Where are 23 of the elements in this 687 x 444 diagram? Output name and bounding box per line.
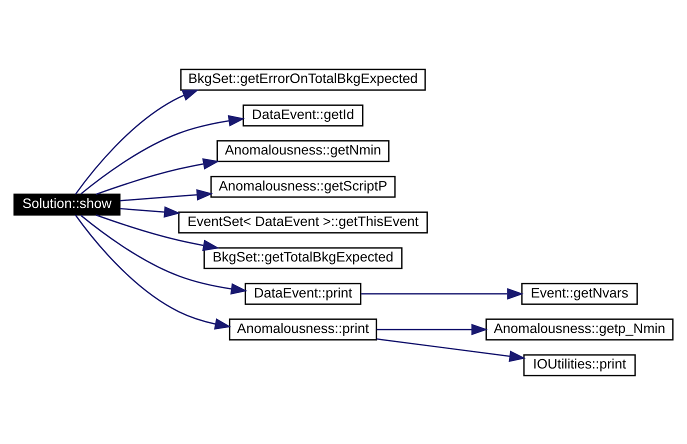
node-box: IOUtilities::print (523, 354, 636, 376)
node-box: Anomalousness::getScriptP (210, 175, 396, 198)
arrow (120, 188, 214, 201)
node-box: Event::getNvars (521, 282, 638, 304)
arrow (80, 114, 245, 194)
node-box: BkgSet::getTotalBkgExpected (204, 246, 402, 269)
arrow (361, 288, 524, 300)
arrow (80, 214, 248, 294)
arrow (74, 214, 232, 330)
node-box: Anomalousness::print (228, 318, 378, 340)
node-box: Anomalousness::getp_Nmin (486, 318, 674, 340)
node-box: Anomalousness::getNmin (216, 140, 390, 162)
node-box: EventSet< DataEvent >::getThisEvent (178, 211, 428, 233)
arrow (376, 323, 488, 335)
arrow (120, 206, 180, 218)
node-box: Solution::show (13, 193, 120, 216)
node-box: DataEvent::getId (242, 104, 364, 126)
node-box: BkgSet::getErrorOnTotalBkgExpected (180, 68, 426, 90)
arrow (96, 214, 220, 251)
arrow (376, 338, 526, 362)
arrow (74, 89, 199, 194)
arrow (96, 158, 220, 194)
node-box: DataEvent::print (244, 282, 362, 304)
